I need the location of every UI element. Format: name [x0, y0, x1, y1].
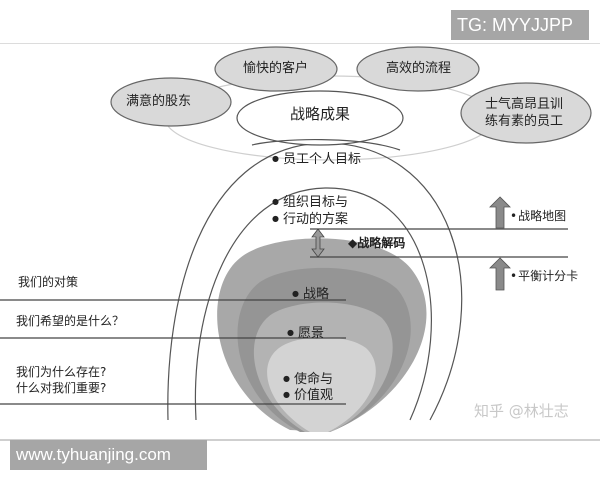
strategy-map-up-arrow-icon: [489, 196, 511, 229]
strategy-map-label: 战略地图: [510, 208, 566, 225]
strategy-decode-label: ◆战略解码: [348, 236, 406, 250]
employees-label-line2: 练有素的员工: [485, 114, 564, 129]
strategy-label: 战略: [292, 285, 329, 303]
employees-oval: [460, 82, 592, 144]
double-arrow-icon: [311, 228, 325, 258]
customers-label: 愉快的客户: [243, 61, 309, 76]
org-goals-label-line1: 组织目标与: [272, 193, 348, 211]
personal-goals-label: 员工个人目标: [272, 150, 361, 168]
tg-badge: TG: MYYJJPP: [451, 10, 589, 40]
balanced-scorecard-label: 平衡计分卡: [510, 268, 578, 285]
our-strategy-question: 我们的对策: [18, 275, 79, 289]
org-goals-circle: [194, 187, 432, 421]
website-badge: www.tyhuanjing.com: [10, 440, 207, 470]
what-we-want-question: 我们希望的是什么？: [16, 314, 125, 328]
processes-label: 高效的流程: [386, 61, 452, 76]
zhihu-watermark: 知乎 @林壮志: [474, 402, 569, 420]
shareholders-oval: [110, 77, 232, 127]
processes-oval: [356, 46, 480, 92]
shareholders-label: 满意的股东: [126, 94, 192, 109]
mission-label-line2: 价值观: [283, 386, 333, 404]
outer-circle-top-arc: [251, 138, 401, 151]
why-exist-question-line2: 什么对我们重要?: [16, 381, 107, 395]
employees-label-line1: 士气高昂且训: [485, 97, 564, 112]
why-exist-question-line1: 我们为什么存在?: [16, 365, 107, 379]
balanced-scorecard-up-arrow-icon: [489, 257, 511, 291]
strategic-results-label: 战略成果: [290, 105, 351, 123]
mission-label-line1: 使命与: [283, 370, 333, 388]
vision-label: 愿景: [287, 324, 324, 342]
strategic-results-oval: [236, 90, 404, 146]
customers-oval: [214, 46, 338, 92]
org-goals-label-line2: 行动的方案: [272, 210, 348, 228]
